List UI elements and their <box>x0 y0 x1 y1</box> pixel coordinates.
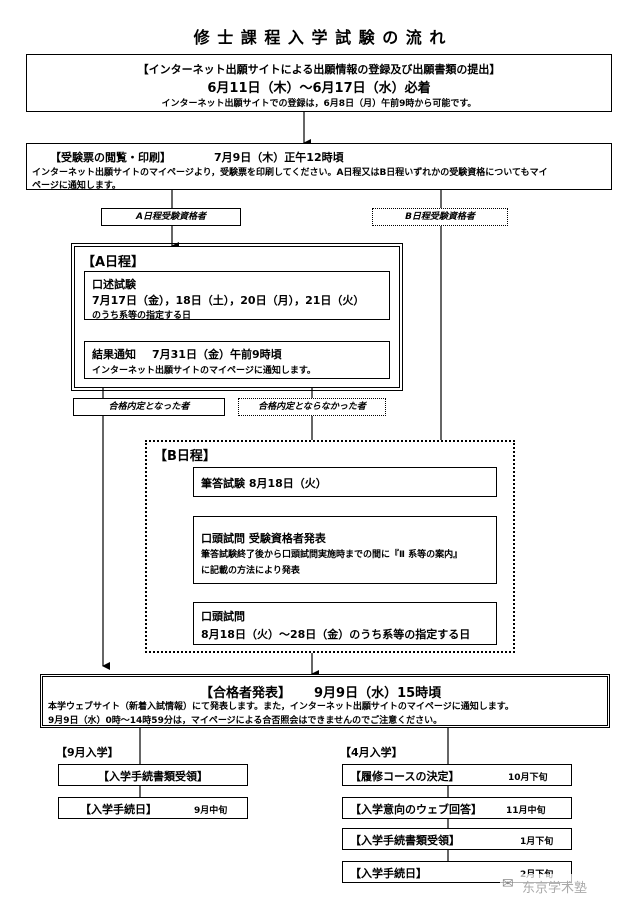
tag-b-qualified: B日程受験資格者 <box>372 208 508 226</box>
application-note: インターネット出願サイトでの登録は，6月8日（月）午前9時から可能です。 <box>161 99 477 109</box>
april-item-box <box>342 797 572 819</box>
sept-item-when: 9月中旬 <box>194 806 228 816</box>
april-item-when: 1月下旬 <box>520 837 554 847</box>
a-result-date: 7月31日（金）午前9時頃 <box>152 348 282 361</box>
a-oral-exam-dates: 7月17日（金），18日（土），20日（月），21日（火） <box>92 294 365 307</box>
admission-ticket-date: 7月9日（木）正午12時頃 <box>214 151 344 164</box>
result-date: 9月9日（水）15時頃 <box>314 686 442 701</box>
result-note-2: 9月9日（水）0時～14時59分は，マイページによる合否照会はできませんのでご注… <box>48 716 443 726</box>
b-oral-announce-note-1: 筆答試験終了後から口頭試問実施時までの間に『Ⅱ 系等の案内』 <box>201 550 463 560</box>
page-title: 修 士 課 程 入 学 試 験 の 流 れ <box>193 28 447 47</box>
b-schedule-heading: 【B日程】 <box>154 449 216 464</box>
april-item-label: 【入学手続日】 <box>350 867 427 880</box>
april-item-label: 【入学手続書類受領】 <box>350 834 460 847</box>
sept-item-label: 【入学手続日】 <box>80 803 157 816</box>
watermark-text: 东京学术塾 <box>522 881 588 896</box>
admission-ticket-note-1: インターネット出願サイトのマイページより，受験票を印刷してください。A日程又はB… <box>32 168 548 178</box>
a-schedule-heading: 【A日程】 <box>82 255 145 270</box>
admission-ticket-note-2: ページに通知します。 <box>32 181 121 191</box>
sept-item-box <box>58 764 248 786</box>
april-item-when: 11月中旬 <box>506 806 546 816</box>
b-oral-exam-title: 口頭試問 <box>201 610 245 623</box>
tag-provisional-fail: 合格内定とならなかった者 <box>238 398 386 416</box>
april-heading: 【4月入学】 <box>340 746 403 759</box>
a-oral-exam-title: 口述試験 <box>92 278 136 291</box>
sept-item-label: 【入学手続書類受領】 <box>98 770 208 783</box>
chat-bubble-icon: ✉ <box>502 876 514 892</box>
b-oral-exam-box <box>193 602 497 645</box>
a-result-box <box>84 341 390 379</box>
b-oral-announce-box <box>193 516 497 584</box>
april-item-box <box>342 764 572 786</box>
b-oral-exam-dates: 8月18日（火）～28日（金）のうち系等の指定する日 <box>201 628 471 641</box>
result-announcement-box <box>40 674 610 728</box>
a-oral-exam-note: のうち系等の指定する日 <box>92 311 192 321</box>
b-written-exam-box <box>193 467 497 497</box>
admission-ticket-heading: 【受験票の閲覧・印刷】 <box>50 151 171 164</box>
tag-provisional-pass: 合格内定となった者 <box>73 398 225 416</box>
b-oral-announce-note-2: に記載の方法により発表 <box>201 566 300 576</box>
april-item-label: 【入学意向のウェブ回答】 <box>350 803 482 816</box>
application-box <box>26 54 612 112</box>
result-heading: 【合格者発表】 <box>200 686 292 701</box>
april-item-when: 10月下旬 <box>508 773 548 783</box>
april-item-box <box>342 828 572 850</box>
a-result-note: インターネット出願サイトのマイページに通知します。 <box>92 366 316 376</box>
sept-heading: 【9月入学】 <box>56 746 119 759</box>
sept-item-box <box>58 797 248 819</box>
april-item-label: 【履修コースの決定】 <box>350 770 460 783</box>
b-written-exam: 筆答試験 8月18日（火） <box>201 477 327 490</box>
application-heading: 【インターネット出願サイトによる出願情報の登録及び出願書類の提出】 <box>137 63 501 76</box>
application-dates: 6月11日（木）～6月17日（水）必着 <box>207 81 431 96</box>
a-result-title: 結果通知 <box>92 348 136 361</box>
watermark: ✉ 东京学术塾 <box>500 874 630 898</box>
admission-ticket-box <box>26 143 612 190</box>
a-oral-exam-box <box>84 271 390 320</box>
result-note-1: 本学ウェブサイト（新着入試情報）にて発表します。また，インターネット出願サイトの… <box>48 702 514 712</box>
b-oral-announce-title: 口頭試問 受験資格者発表 <box>201 532 326 545</box>
tag-a-qualified: A日程受験資格者 <box>101 208 241 226</box>
